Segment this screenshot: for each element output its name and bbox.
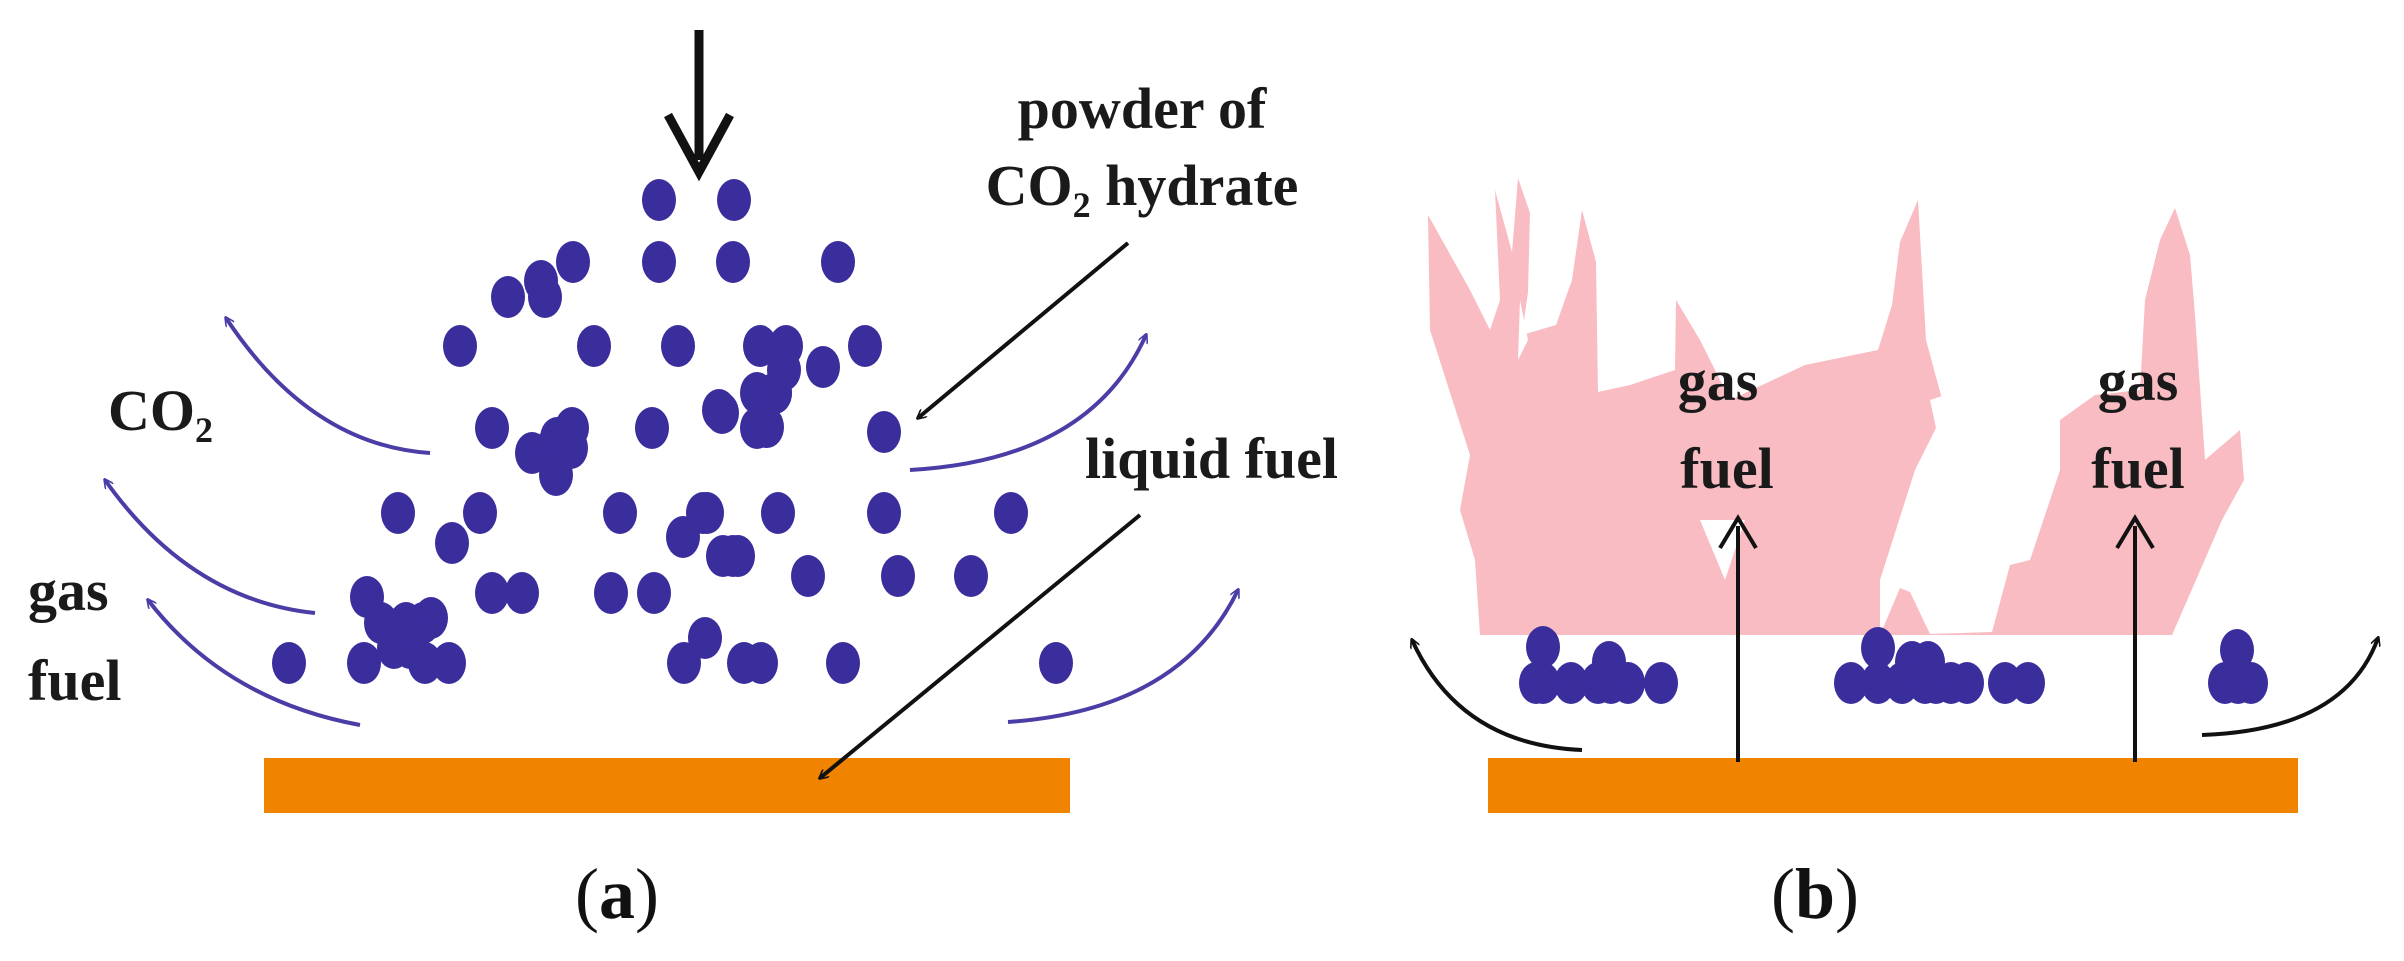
escape-arrow-left-b (1412, 640, 1583, 752)
hydrate-particle (556, 241, 590, 283)
hydrate-particle (463, 492, 497, 534)
hydrate-particle (1526, 662, 1560, 704)
up-arrow-left-b (1718, 514, 1758, 762)
flame-icon (1428, 178, 2244, 635)
hydrate-particle (1861, 662, 1895, 704)
hydrate-particle (867, 411, 901, 453)
hydrate-particle (881, 555, 915, 597)
co2-arrow-upper-right (909, 335, 1146, 472)
hydrate-particle (272, 642, 306, 684)
hydrate-particle (381, 492, 415, 534)
flame-gap (1518, 300, 1528, 360)
hydrate-particle (408, 642, 442, 684)
hydrate-particle (1644, 662, 1678, 704)
hydrate-particle (667, 642, 701, 684)
hydrate-particle (539, 454, 573, 496)
liquid-fuel-label: liquid fuel (1085, 426, 1338, 491)
hydrate-particle (2220, 629, 2254, 671)
hydrate-particle (758, 372, 792, 414)
gas-fuel-label-b-left-line2: fuel (1680, 436, 1773, 501)
flame-gap (1700, 520, 1745, 580)
hydrate-particle (475, 407, 509, 449)
powder-label-line1: powder of (1018, 76, 1267, 141)
hydrate-particle (826, 642, 860, 684)
co2-arrow-mid-left (105, 480, 316, 615)
hydrate-particle (1861, 627, 1895, 669)
liquid-fuel-bar-a (264, 758, 1070, 813)
powder-label-line2: CO2 hydrate (986, 153, 1299, 225)
hydrate-particle (435, 522, 469, 564)
panel-a-label: (a) (575, 854, 659, 934)
hydrate-particle (505, 572, 539, 614)
down-arrow-icon (664, 30, 734, 182)
liquid-fuel-bar-b (1488, 758, 2298, 813)
hydrate-particle (1834, 662, 1868, 704)
hydrate-particle (661, 325, 695, 367)
hydrate-particle (389, 602, 423, 644)
liquid-fuel-pointer-arrow (820, 513, 1142, 778)
gas-fuel-label-b-right-line2: fuel (2091, 436, 2184, 501)
hydrate-particle (637, 572, 671, 614)
gas-fuel-label-b-left-line1: gas (1678, 348, 1759, 413)
hydrate-particle (491, 276, 525, 318)
hydrate-particle (528, 276, 562, 318)
hydrate-particle (666, 516, 700, 558)
hydrate-particles-a (272, 179, 1073, 684)
hydrate-particle (806, 346, 840, 388)
gas-arrow-lower-left (148, 600, 361, 727)
hydrate-particle (594, 572, 628, 614)
hydrate-particle (2221, 662, 2255, 704)
hydrate-particle (688, 617, 722, 659)
escape-arrows-a (105, 318, 1238, 727)
co2-label: CO2 (108, 378, 213, 450)
hydrate-particle (603, 492, 637, 534)
hydrate-particle (791, 555, 825, 597)
hydrate-particle (743, 325, 777, 367)
hydrate-particle (432, 642, 466, 684)
gas-arrow-lower-right (1007, 590, 1238, 724)
flame-gap (1930, 390, 1960, 470)
panel-b: gas fuel gas fuel (b) (1412, 178, 2378, 934)
hydrate-particles-b (1519, 626, 2268, 704)
hydrate-particle (744, 642, 778, 684)
hydrate-particle (716, 535, 750, 577)
co2-arrow-upper-left (226, 318, 431, 455)
hydrate-particle (443, 325, 477, 367)
hydrate-particle (1039, 642, 1073, 684)
hydrate-particle (475, 572, 509, 614)
hydrate-particle (821, 241, 855, 283)
hydrate-particle (1950, 662, 1984, 704)
hydrate-particle (761, 492, 795, 534)
hydrate-particle (1919, 662, 1953, 704)
hydrate-particle (1594, 662, 1628, 704)
hydrate-particle (954, 555, 988, 597)
hydrate-particle (705, 392, 739, 434)
gas-fuel-label-b-right-line1: gas (2098, 348, 2179, 413)
hydrate-particle (1554, 662, 1588, 704)
hydrate-particle (414, 597, 448, 639)
hydrate-particle (848, 325, 882, 367)
escape-arrow-right-b (2201, 638, 2378, 737)
hydrate-particle (642, 241, 676, 283)
hydrate-particle (690, 492, 724, 534)
hydrate-particle (635, 407, 669, 449)
hydrate-particle (750, 406, 784, 448)
hydrate-particle (867, 492, 901, 534)
hydrate-particle (994, 492, 1028, 534)
panel-b-label: (b) (1771, 854, 1859, 934)
panel-a: powder of CO2 hydrate CO2 liquid fuel ga… (28, 30, 1338, 934)
hydrate-particle (1526, 626, 1560, 668)
hydrate-particle (642, 179, 676, 221)
hydrate-particle (2011, 662, 2045, 704)
gas-fuel-label-a-line1: gas (28, 558, 109, 623)
hydrate-particle (717, 179, 751, 221)
up-arrow-right-b (2115, 514, 2155, 762)
gas-fuel-label-a-line2: fuel (28, 648, 121, 713)
hydrate-particle (347, 642, 381, 684)
hydrate-particle (577, 325, 611, 367)
hydrate-particle (716, 241, 750, 283)
powder-pointer-arrow (918, 241, 1130, 418)
